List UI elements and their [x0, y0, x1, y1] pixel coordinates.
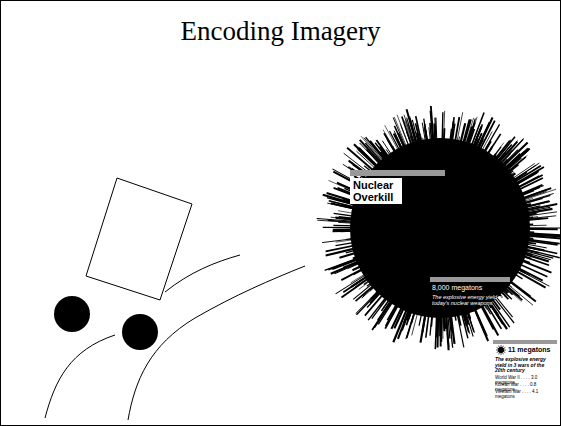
burst-spike: [510, 224, 533, 226]
burst-spike: [366, 137, 396, 174]
slide-title: Encoding Imagery: [0, 16, 561, 47]
burst-spike: [510, 217, 539, 220]
burst-spike: [356, 274, 388, 301]
burst-spike: [336, 237, 371, 242]
burst-icon: [496, 345, 506, 355]
vehicle-body: [86, 178, 192, 300]
burst-spike: [510, 227, 561, 228]
burst-spike: [354, 233, 370, 234]
burst-spike: [510, 225, 547, 227]
burst-spike: [376, 140, 399, 171]
burst-spike: [510, 232, 561, 235]
big-number: 8,000 megatons: [432, 284, 512, 292]
burst-spike: [338, 211, 371, 217]
burst-spike: [510, 228, 558, 230]
accent-bar: [430, 277, 510, 282]
burst-spike: [373, 279, 392, 299]
burst-spike: [454, 141, 458, 159]
inset-panel: [490, 340, 558, 404]
burst-spike: [356, 243, 372, 246]
caption-text: The explosive energy yield of today's nu…: [432, 294, 512, 306]
burst-spike: [482, 155, 495, 172]
burst-spike: [500, 263, 517, 273]
burst-spike: [333, 228, 370, 230]
vehicle-wheel: [54, 296, 90, 332]
burst-spike: [508, 245, 539, 253]
burst-spike: [317, 218, 371, 222]
burst-spike: [322, 237, 370, 243]
burst-spike: [383, 286, 401, 312]
burst-spike: [382, 141, 401, 170]
burst-spike: [420, 134, 425, 160]
vehicle-wheel: [122, 314, 158, 350]
burst-spike: [349, 237, 370, 240]
graphic-headline: Nuclear Overkill: [350, 178, 402, 204]
burst-spike: [508, 201, 549, 211]
burst-spike: [494, 165, 518, 184]
burst-spike: [449, 117, 454, 158]
burst-spike: [473, 131, 492, 166]
road-lines: [45, 255, 305, 420]
burst-spike: [494, 166, 516, 184]
burst-spike: [510, 236, 534, 239]
burst-core: [350, 138, 530, 318]
burst-spike: [356, 259, 377, 269]
big-number: 11 megatons: [508, 346, 558, 354]
burst-spike: [332, 230, 370, 231]
accent-bar: [350, 170, 445, 176]
burst-spike: [333, 228, 370, 230]
burst-graphic: Nuclear Overkill 8,000 megatonsThe explos…: [330, 108, 555, 408]
burst-spike: [429, 127, 432, 158]
burst-spike: [339, 248, 372, 258]
burst-spike: [417, 296, 422, 314]
burst-spike: [443, 111, 445, 158]
burst-spike: [333, 225, 370, 227]
burst-spike: [397, 115, 415, 163]
burst-spike: [507, 249, 549, 262]
burst-spike: [353, 272, 386, 299]
table-row: Vietnam War . . . . 4.1 megatons: [495, 390, 557, 400]
burst-spike: [394, 292, 411, 329]
burst-spike: [490, 142, 528, 179]
burst-spike: [500, 166, 541, 191]
burst-spike: [509, 212, 557, 219]
caption-text: The explosive energy yield in 3 wars of …: [495, 357, 555, 374]
burst-spike: [353, 216, 371, 218]
burst-spike: [414, 137, 421, 161]
burst-spike: [353, 252, 374, 259]
burst-spike: [510, 216, 557, 221]
burst-spike: [502, 261, 550, 286]
burst-spike: [455, 137, 460, 160]
burst-spike: [435, 118, 437, 158]
burst-spike: [331, 255, 376, 274]
accent-bar: [493, 340, 557, 344]
road-edge: [165, 255, 240, 292]
burst-spike: [505, 254, 552, 273]
burst-spike: [346, 246, 373, 253]
burst-spike: [381, 152, 397, 173]
burst-spike: [509, 241, 547, 248]
road-edge: [45, 335, 115, 418]
burst-spike: [509, 240, 534, 244]
burst-spike: [430, 111, 434, 158]
burst-spike: [510, 228, 545, 229]
burst-spike: [336, 265, 381, 293]
burst-spike: [323, 227, 370, 229]
burst-spike: [420, 297, 428, 343]
burst-spike: [424, 297, 427, 313]
burst-spike: [353, 261, 378, 274]
burst-spikes: [317, 106, 561, 350]
burst-spike: [436, 117, 437, 158]
burst-spike: [448, 140, 450, 159]
